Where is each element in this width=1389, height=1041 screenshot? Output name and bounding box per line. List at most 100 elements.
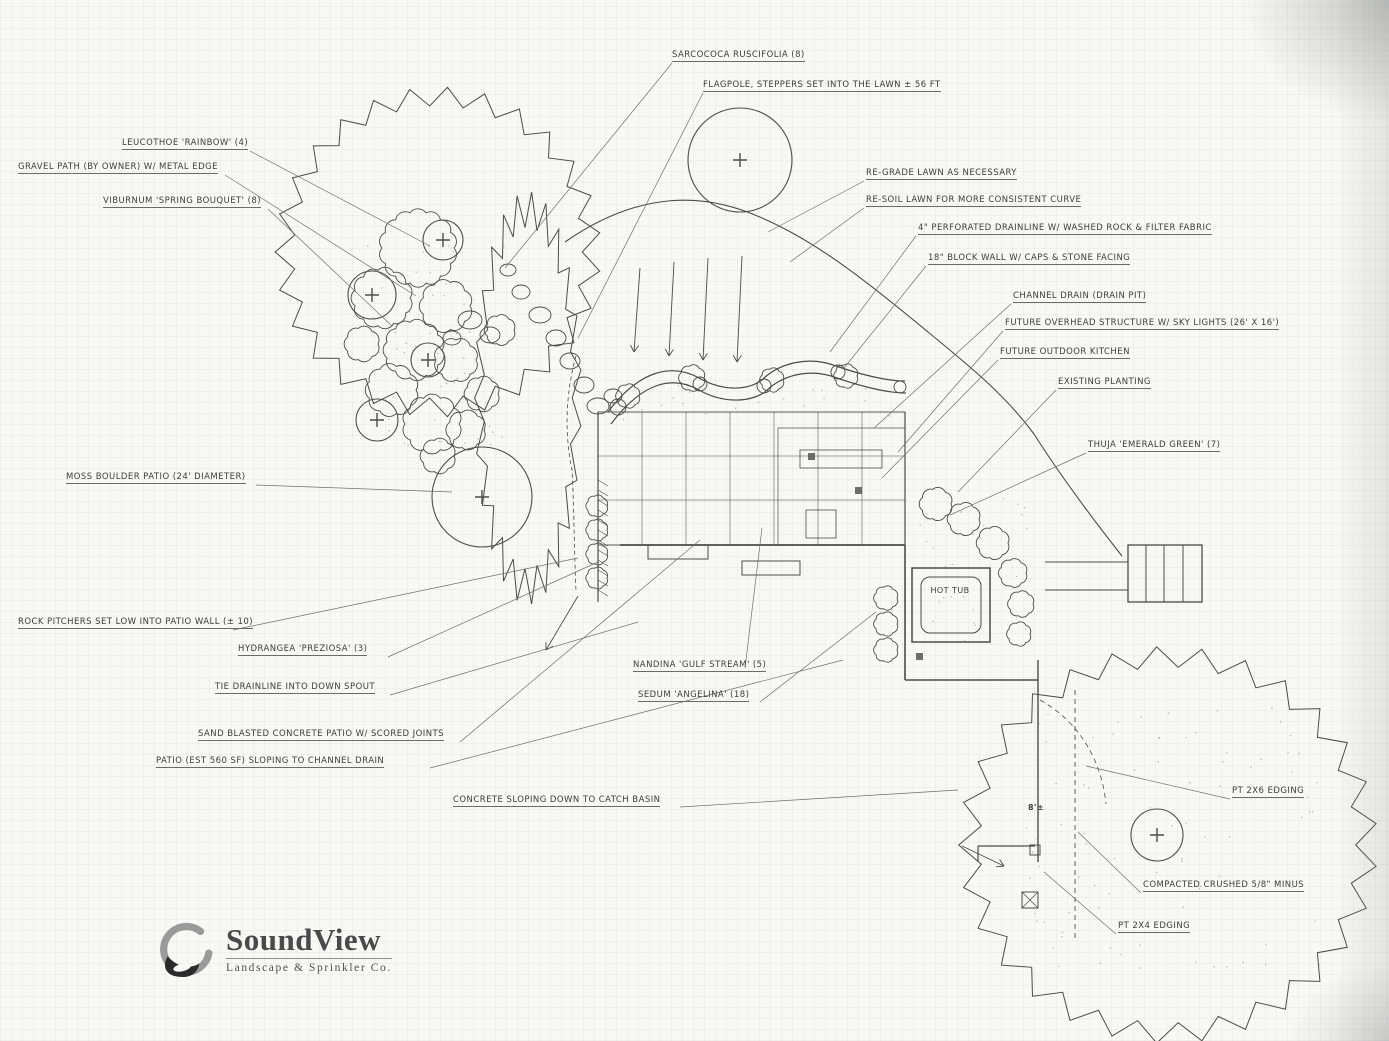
wall-hatch [597,579,609,587]
stipple-dot [371,317,374,319]
tree-center-icon [436,233,450,247]
stipple-dot [1034,912,1037,915]
stipple-dot [1133,769,1136,771]
stipple-dot [415,271,418,274]
tree-symbol [355,398,399,442]
stipple-dot [1108,892,1110,895]
stipple-dot [503,245,505,248]
stipple-dot [1157,761,1159,763]
stipple-dot [1260,758,1262,760]
stairs-outline [1127,544,1203,603]
stipple-dot [1166,879,1168,882]
post-marker [916,653,923,660]
shrub-outline [382,318,445,382]
tree-canopy-tall-narrow [474,191,582,605]
tree-canopy-upper-left [274,86,601,418]
label-viburnum-spring-bouquet: VIBURNUM 'SPRING BOUQUET' (8) [103,196,262,208]
stipple-dot [729,417,732,420]
flow-arrowhead [698,352,704,361]
stipple-dot [440,440,443,443]
leader-line [767,180,865,233]
stipple-dot [445,382,447,385]
stipple-dot [366,245,369,247]
stipple-dot [1113,857,1116,860]
leader-line [759,611,877,703]
label-sedum-angelina: SEDUM 'ANGELINA' (18) [638,690,750,702]
stipple-dot [404,412,407,415]
stipple-dot [1045,741,1047,743]
wall-hatch [597,479,609,487]
label-leucothoe-rainbow: LEUCOTHOE 'RAINBOW' (4) [122,138,249,150]
stipple-dot [1052,947,1054,949]
stipple-dot [641,409,643,411]
shrub-outline [918,487,953,521]
stipple-dot [926,513,928,515]
leader-line [949,452,1087,516]
stipple-dot [378,351,381,354]
tree-symbol [347,270,397,320]
stipple-dot [1038,722,1040,725]
stipple-dot [1099,962,1101,964]
stipple-dot [1093,884,1096,887]
wall-boulder [609,398,627,416]
stipple-dot [1298,752,1301,755]
stipple-dot [492,431,494,434]
stipple-dot [1318,964,1320,966]
stipple-dot [396,348,398,350]
stipple-dot [447,244,450,247]
stipple-dot [888,415,891,417]
stepping-stone [442,330,462,346]
leader-line [843,265,927,369]
leader-line [249,150,431,247]
catch-basin [1021,891,1039,909]
stipple-dot [1060,824,1063,826]
stipple-dot [400,274,403,277]
shrub-outline [585,494,609,518]
tree-center-icon [475,490,489,504]
stipple-dot [488,425,491,428]
stipple-dot [1078,876,1080,878]
stipple-dot [622,418,625,421]
stipple-dot [1091,736,1094,739]
stipple-dot [1149,807,1151,809]
stipple-dot [453,246,456,248]
tree-center-icon [370,413,384,427]
flow-arrow [545,595,579,651]
stipple-dot [757,401,760,404]
stipple-dot [1181,860,1183,862]
stipple-dot [1082,832,1085,835]
stipple-dot [1271,707,1273,709]
leader-line [829,235,917,353]
stipple-dot [1195,961,1197,963]
stipple-dot [1280,720,1282,723]
stipple-dot [1189,781,1191,784]
stipple-dot [925,540,928,543]
stipple-dot [463,303,465,305]
stipple-dot [407,443,409,446]
stipple-dot [972,609,974,611]
leader-line [429,659,844,769]
flow-arrowhead [629,344,635,353]
stipple-dot [1138,967,1141,969]
flow-arrow [736,255,743,363]
stipple-dot [803,405,806,407]
stipple-dot [963,595,965,598]
stipple-dot [1250,766,1252,768]
stipple-dot [1024,629,1027,631]
stipple-dot [864,400,866,402]
shrub-outline [350,266,413,330]
wall-hatch [597,539,609,547]
wall-hatch [597,519,609,527]
stipple-dot [1061,931,1064,934]
stipple-dot [688,391,691,393]
label-compacted-crushed: COMPACTED CRUSHED 5/8" MINUS [1143,880,1305,892]
stipple-dot [1242,961,1244,964]
stipple-dot [1085,843,1087,845]
stipple-dot [734,407,737,410]
stipple-dot [944,565,947,568]
stipple-dot [812,389,814,391]
stipple-dot [1290,770,1293,773]
label-outdoor-kitchen: FUTURE OUTDOOR KITCHEN [1000,347,1130,359]
stipple-dot [682,402,684,405]
shrub-outline [873,637,899,663]
